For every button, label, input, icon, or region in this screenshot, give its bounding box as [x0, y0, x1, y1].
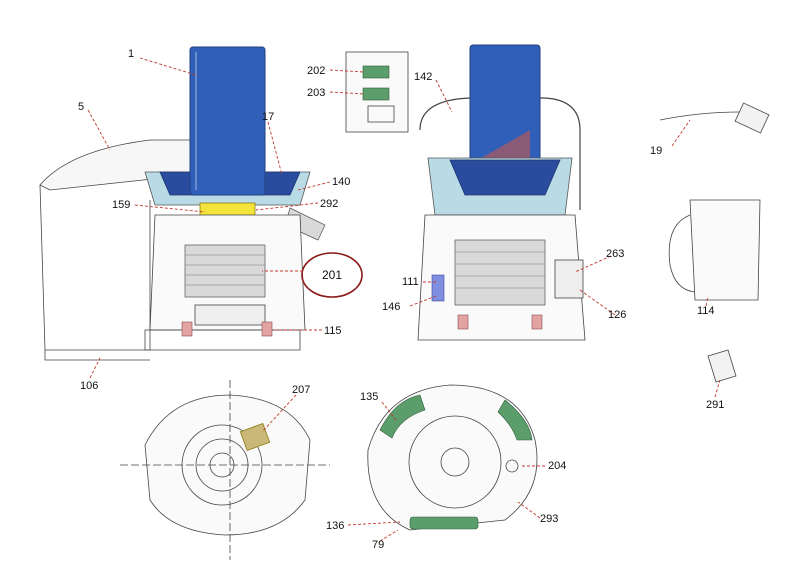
- callout-labels: 1 5 17 140 159 292 201 115 106 202 203 1…: [78, 48, 724, 551]
- callout-136: 136: [326, 520, 344, 532]
- callout-202: 202: [307, 65, 325, 77]
- callout-106: 106: [80, 380, 98, 392]
- callout-293: 293: [540, 513, 558, 525]
- callout-140: 140: [332, 176, 350, 188]
- callout-142: 142: [414, 71, 432, 83]
- callout-203: 203: [307, 87, 325, 99]
- bottom-view-left: [120, 380, 330, 560]
- callout-79: 79: [372, 539, 384, 551]
- callout-17: 17: [262, 111, 274, 123]
- callout-135: 135: [360, 391, 378, 403]
- right-juicer-assembly: [417, 44, 586, 341]
- callout-159: 159: [112, 199, 130, 211]
- pusher: [189, 46, 266, 196]
- callout-204: 204: [548, 460, 566, 472]
- bottom-view-right: [367, 384, 538, 531]
- pulp-container: [668, 199, 761, 301]
- callout-19: 19: [650, 145, 662, 157]
- callout-263: 263: [606, 248, 624, 260]
- switch-inset: [345, 51, 409, 133]
- callout-111: 111: [402, 276, 419, 288]
- callout-1: 1: [128, 48, 134, 60]
- left-juicer-assembly: [39, 46, 326, 361]
- callout-201: 201: [322, 268, 342, 282]
- callout-291: 291: [706, 399, 724, 411]
- callout-114: 114: [697, 305, 715, 317]
- callout-115: 115: [324, 325, 342, 337]
- callout-5: 5: [78, 101, 84, 113]
- callout-146: 146: [382, 301, 400, 313]
- highlight-circle-201: [301, 252, 363, 298]
- callout-126: 126: [608, 309, 626, 321]
- small-clip: [707, 349, 737, 383]
- leader-lines: [87, 57, 721, 542]
- callout-292: 292: [320, 198, 338, 210]
- motor: [184, 244, 266, 298]
- callout-207: 207: [292, 384, 310, 396]
- brush-part: [659, 102, 770, 134]
